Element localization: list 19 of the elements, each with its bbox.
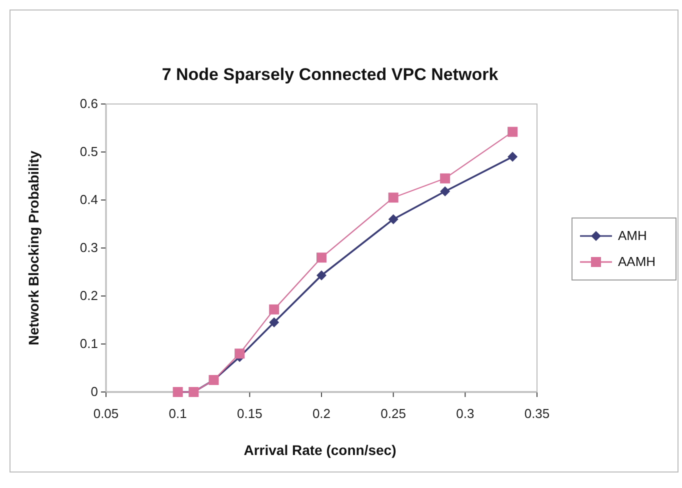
y-tick-label: 0.1 — [78, 337, 98, 350]
x-tick-label: 0.2 — [311, 407, 332, 420]
y-tick-label: 0.2 — [78, 289, 98, 302]
x-tick-label: 0.25 — [380, 407, 407, 420]
x-tick-label: 0.05 — [92, 407, 120, 420]
y-axis-title: Network Blocking Probability — [24, 150, 42, 346]
legend-label: AMH — [618, 229, 647, 242]
chart-title: 7 Node Sparsely Connected VPC Network — [160, 64, 500, 86]
legend-label: AAMH — [618, 255, 656, 268]
x-tick-label: 0.15 — [236, 407, 264, 420]
y-tick-label: 0.6 — [78, 97, 98, 110]
y-tick-label: 0 — [90, 385, 98, 398]
x-tick-label: 0.3 — [455, 407, 476, 420]
x-tick-label: 0.35 — [523, 407, 551, 420]
y-tick-label: 0.3 — [78, 241, 98, 254]
y-tick-label: 0.5 — [78, 145, 98, 158]
y-tick-label: 0.4 — [78, 193, 98, 206]
x-tick-label: 0.1 — [168, 407, 188, 420]
x-axis-title: Arrival Rate (conn/sec) — [242, 441, 398, 460]
